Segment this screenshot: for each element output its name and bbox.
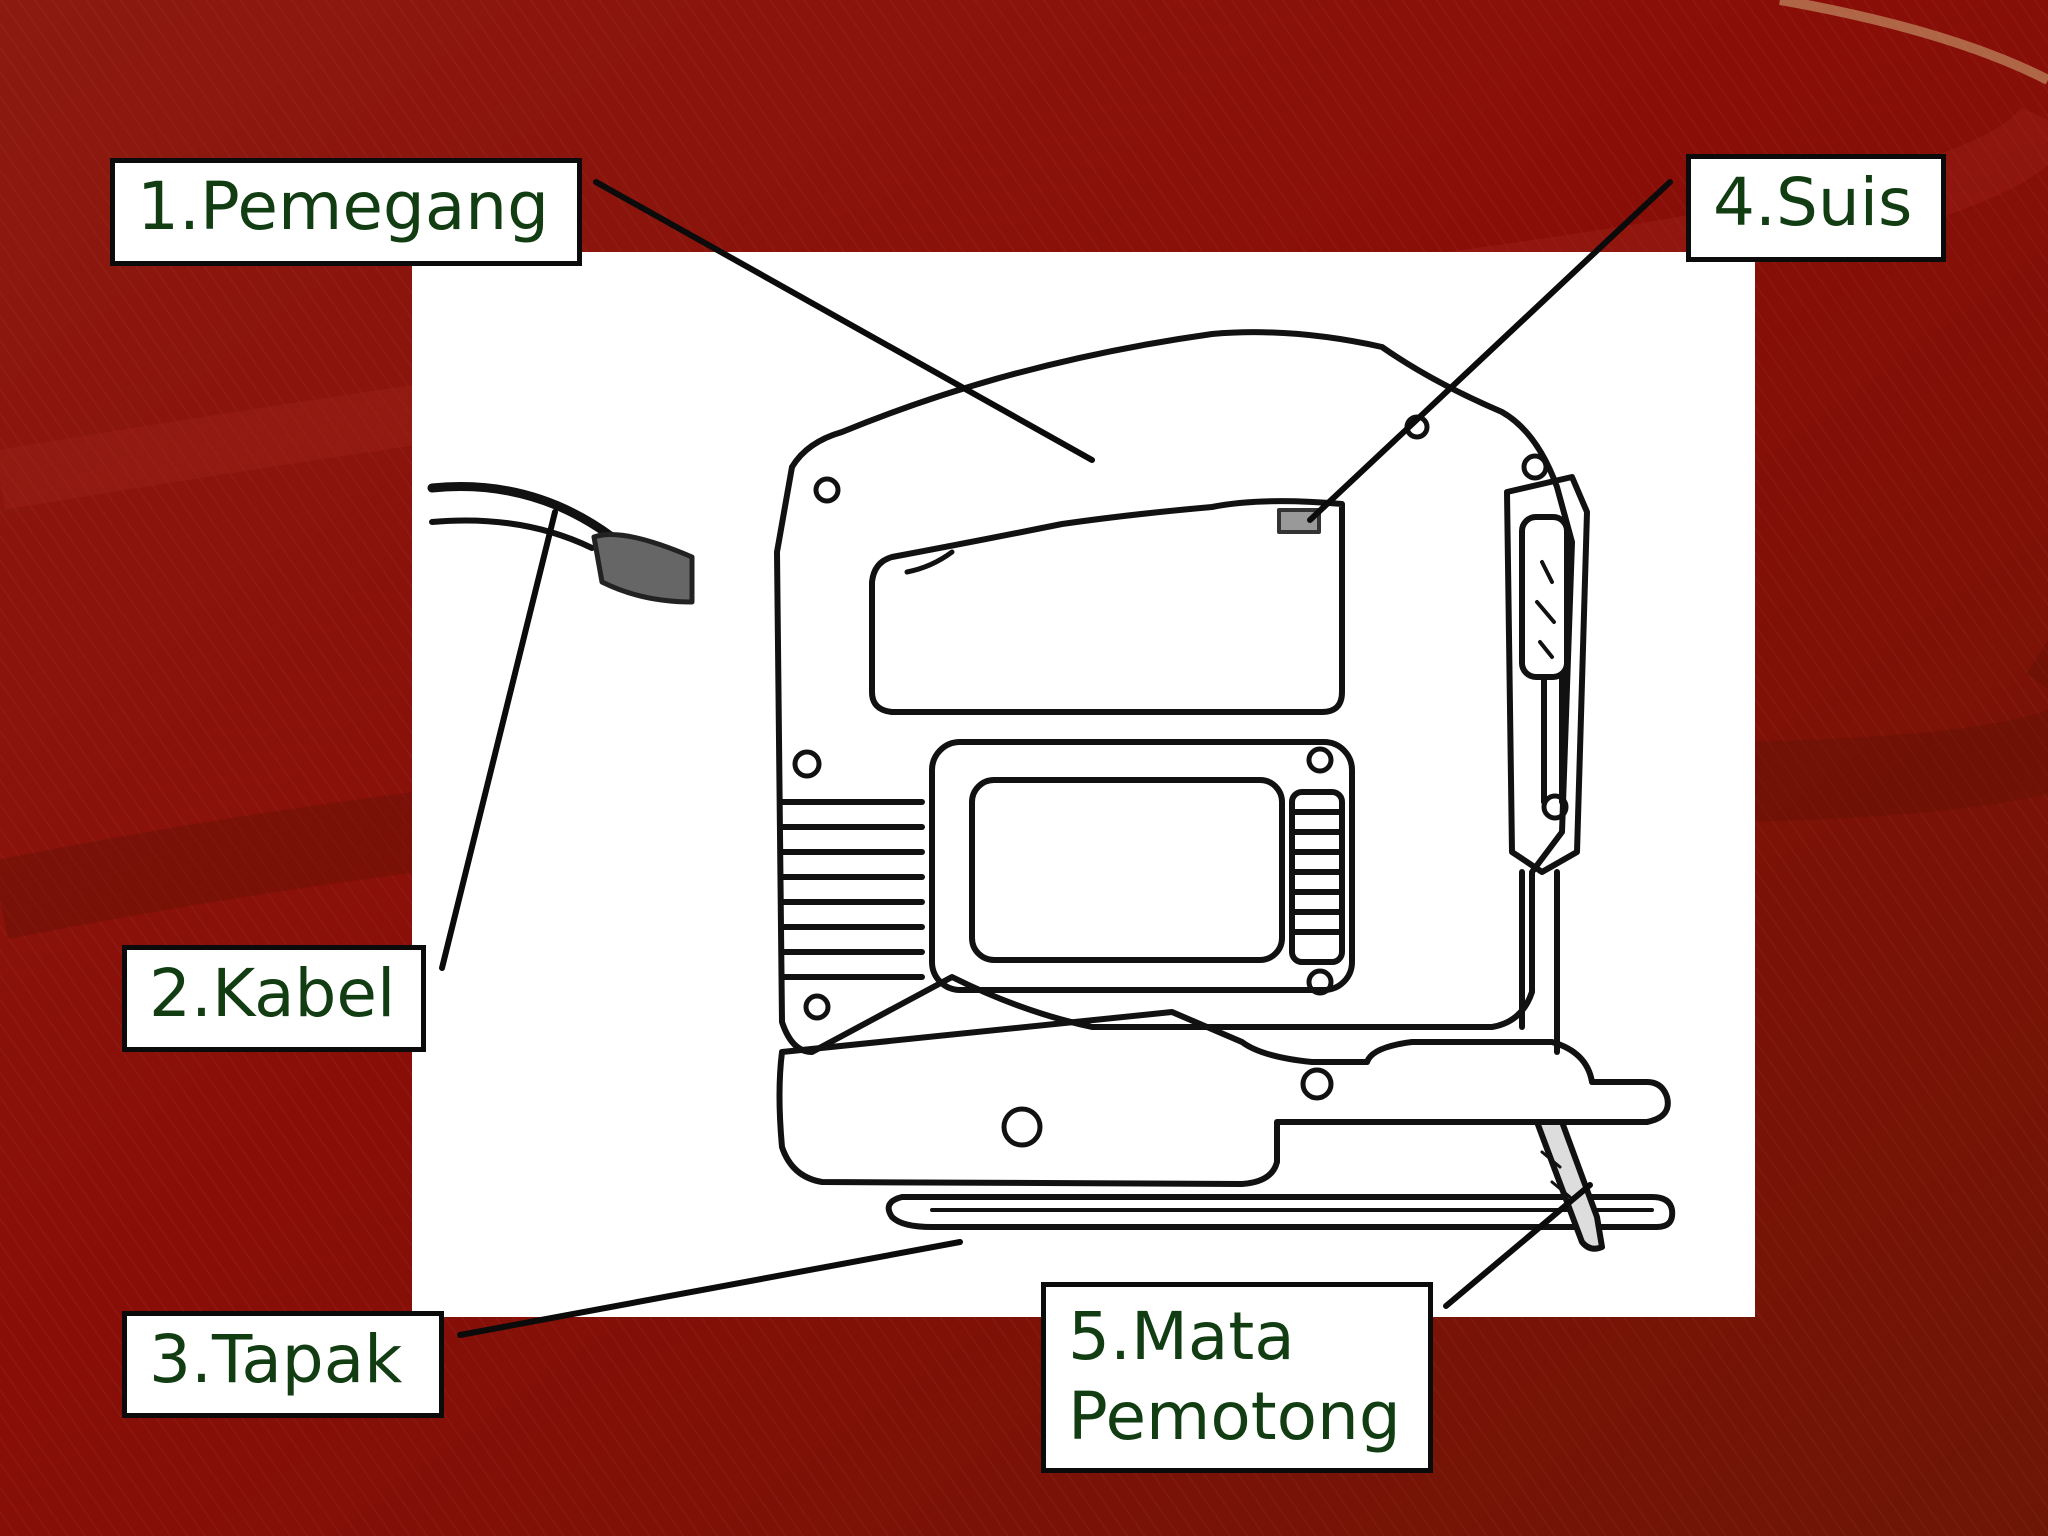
label-mata-pemotong-line2: Pemotong xyxy=(1068,1378,1401,1455)
jigsaw-illustration xyxy=(412,252,1755,1317)
tool-body-outline xyxy=(774,329,1575,1055)
label-mata-pemotong-line1: 5.Mata xyxy=(1068,1298,1295,1375)
base-housing xyxy=(776,1009,1671,1187)
strain-relief xyxy=(591,532,695,605)
vent-right xyxy=(1289,789,1345,965)
label-kabel-text: 2.Kabel xyxy=(149,955,396,1032)
handle-opening xyxy=(869,498,1345,715)
label-tapak: 3.Tapak xyxy=(122,1311,444,1418)
label-pemegang-text: 1.Pemegang xyxy=(137,168,549,245)
label-suis: 4.Suis xyxy=(1686,154,1946,262)
label-mata-pemotong: 5.Mata Pemotong xyxy=(1041,1282,1433,1473)
label-tapak-text: 3.Tapak xyxy=(149,1321,403,1398)
label-kabel: 2.Kabel xyxy=(122,945,426,1052)
switch-drawing xyxy=(1277,508,1321,534)
label-suis-text: 4.Suis xyxy=(1713,164,1913,241)
cable-drawing xyxy=(427,482,617,542)
base-plate xyxy=(885,1194,1676,1230)
motor-housing xyxy=(929,739,1355,993)
label-pemegang: 1.Pemegang xyxy=(110,158,582,266)
vent-left xyxy=(779,799,925,980)
